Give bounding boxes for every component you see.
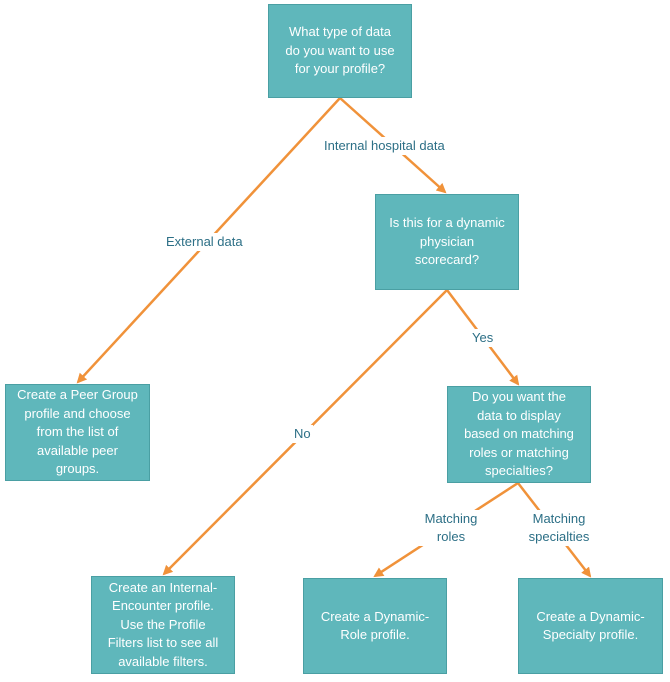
node-display-question: Do you want the data to display based on… — [447, 386, 591, 483]
node-text: Create a Peer Group profile and choose f… — [17, 387, 138, 477]
node-text: Is this for a dynamic physician scorecar… — [389, 215, 505, 268]
node-internal-encounter-profile: Create an Internal- Encounter profile. U… — [91, 576, 235, 674]
node-text: Do you want the data to display based on… — [464, 389, 574, 479]
node-dynamic-specialty-profile: Create a Dynamic- Specialty profile. — [518, 578, 663, 674]
edge-label-matching-specialties: Matching specialties — [519, 510, 599, 546]
node-peer-group-profile: Create a Peer Group profile and choose f… — [5, 384, 150, 481]
node-text: What type of data do you want to use for… — [285, 24, 395, 77]
edge-label-internal: Internal hospital data — [322, 137, 447, 155]
node-dynamic-role-profile: Create a Dynamic- Role profile. — [303, 578, 447, 674]
edge-label-matching-roles: Matching roles — [413, 510, 489, 546]
edge-label-yes: Yes — [470, 329, 496, 347]
node-text: Create a Dynamic- Specialty profile. — [536, 608, 645, 643]
edge-label-no: No — [292, 425, 313, 443]
node-text: Create a Dynamic- Role profile. — [320, 608, 430, 643]
node-start-question: What type of data do you want to use for… — [268, 4, 412, 98]
node-dynamic-scorecard-question: Is this for a dynamic physician scorecar… — [375, 194, 519, 290]
edge-label-external: External data — [164, 233, 245, 251]
node-text: Create an Internal- Encounter profile. U… — [107, 579, 219, 669]
